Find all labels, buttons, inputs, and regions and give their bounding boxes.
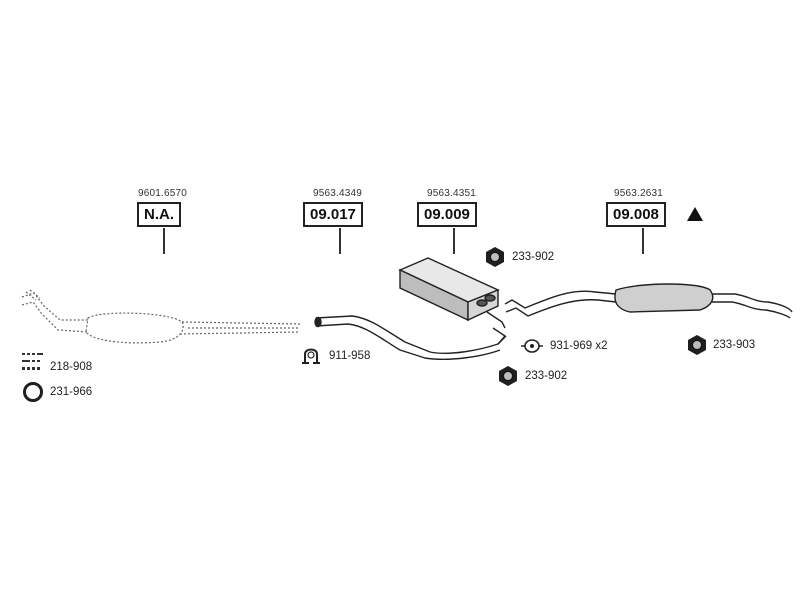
callout-stem-3: [453, 228, 455, 254]
hanger-icon: [521, 339, 543, 353]
kit-icon: [22, 353, 43, 370]
hanger-label: 931-969 x2: [550, 340, 608, 352]
nut-icon: [688, 335, 706, 355]
gasket-label: 231-966: [50, 386, 93, 398]
callout-stem-2: [339, 228, 341, 254]
part-code-2[interactable]: 09.017: [303, 202, 363, 227]
nut-icon: [499, 366, 517, 386]
front-muffler: [398, 257, 506, 329]
part-code-3[interactable]: 09.009: [417, 202, 477, 227]
nut-top-label: 233-902: [512, 251, 555, 263]
nut-right-label: 233-903: [713, 339, 756, 351]
front-pipe-outline: [21, 289, 301, 344]
callout-stem-1: [163, 228, 165, 254]
triangle-icon: [687, 207, 703, 221]
part-code-4[interactable]: 09.008: [606, 202, 666, 227]
part-ref-2: 9563.4349: [313, 188, 363, 199]
callout-stem-4: [642, 228, 644, 254]
clamp-label: 911-958: [329, 350, 371, 362]
part-ref-1: 9601.6570: [138, 188, 188, 199]
clamp-icon: [302, 348, 320, 364]
kit-label: 218-908: [50, 361, 93, 373]
rear-muffler: [504, 283, 793, 319]
nut-bottom-label: 233-902: [525, 370, 568, 382]
ring-icon: [23, 382, 43, 402]
part-ref-3: 9563.4351: [427, 188, 477, 199]
part-code-1[interactable]: N.A.: [137, 202, 181, 227]
part-ref-4: 9563.2631: [614, 188, 664, 199]
nut-icon: [486, 247, 504, 267]
middle-pipe: [314, 315, 507, 360]
